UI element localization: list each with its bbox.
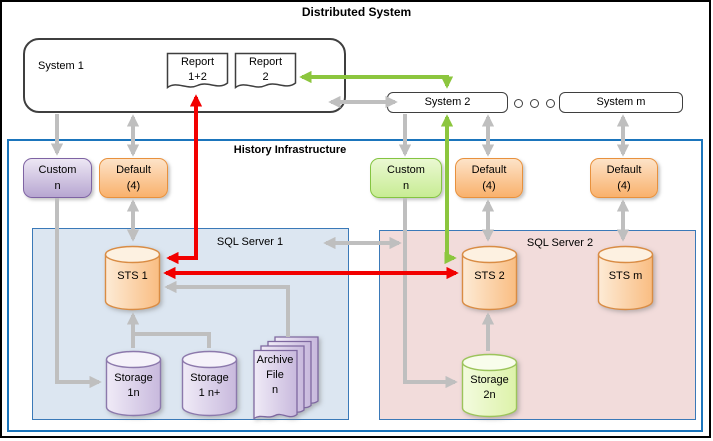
ellipsis-circle: [514, 99, 523, 108]
system2-box: System 2: [387, 92, 508, 113]
archive-file-stack: [253, 336, 319, 420]
ellipsis-circle: [530, 99, 539, 108]
ellipsis-circle: [546, 99, 555, 108]
sts-m-cylinder: [597, 245, 654, 311]
sts1-label: STS 1: [117, 270, 148, 282]
sts1-cylinder: [104, 245, 161, 311]
storage-1n-cylinder: [105, 350, 162, 417]
sts-m-label: STS m: [608, 270, 643, 282]
sql-server-2-label: SQL Server 2: [526, 237, 594, 249]
default-adapter-2-box: Default (4): [455, 158, 523, 198]
report-1-2-document-shape: [166, 52, 229, 89]
sts2-label: STS 2: [474, 270, 505, 282]
report-1-2-label: Report 1+2: [180, 56, 215, 83]
custom-adapter-2-box: Custom n: [370, 158, 442, 198]
report-2-document-shape: [234, 52, 297, 89]
system-m-box: System m: [559, 92, 683, 113]
sql-server-1-label: SQL Server 1: [216, 236, 284, 248]
archive-file-label: Archive File n: [256, 354, 294, 396]
history-infrastructure-label: History Infrastructure: [233, 144, 347, 156]
diagram-title: Distributed System: [301, 5, 412, 19]
custom-adapter-1-box: Custom n: [23, 158, 92, 198]
default-adapter-3-box: Default (4): [590, 158, 658, 198]
sts2-cylinder: [461, 245, 518, 311]
storage-2n-label: Storage 2n: [470, 374, 509, 401]
storage-1n-plus-cylinder: [181, 350, 238, 417]
report-2-label: Report 2: [248, 56, 283, 83]
storage-2n-cylinder: [461, 353, 518, 418]
system1-label: System 1: [38, 60, 84, 72]
storage-1n-plus-label: Storage 1 n+: [190, 372, 229, 399]
default-adapter-1-box: Default (4): [99, 158, 168, 198]
storage-1n-label: Storage 1n: [114, 372, 153, 399]
